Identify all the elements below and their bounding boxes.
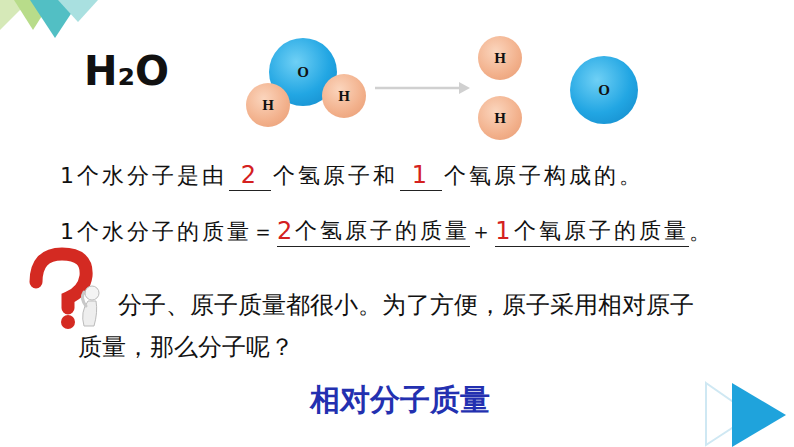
sentence-text: 个氧原子的质量 [514,216,689,246]
split-arrow [375,82,470,94]
underlined-answer: 1个氧原子的质量 [495,216,688,247]
sentence-line: 1个水分子的质量＝2个氢原子的质量＋1个氧原子的质量。 [60,216,714,247]
atom-symbol: H [338,88,350,105]
atom-symbol: H [494,110,506,127]
underlined-answer: 2个氢原子的质量 [277,216,470,247]
play-triangle [732,383,786,447]
atom-symbol: O [598,82,610,99]
sentence-text: 个氢原子的质量 [295,216,470,246]
corner-triangle [58,0,98,22]
sentence-line: 1个水分子是由2个氢原子和1个氧原子构成的。 [60,160,644,191]
sentence-text: ＋ [470,217,495,247]
sentence-text: 个氧原子构成的。 [444,161,644,191]
formula-title: H₂O [84,48,169,94]
atom-symbol: H [262,97,274,114]
hydrogen-atom: H [478,36,522,80]
answer-number: 1 [495,216,513,246]
question-text: 分子、原子质量都很小。为了方便，原子采用相对原子质量，那么分子呢？ [78,284,710,368]
question-figure [36,254,99,329]
answer-number: 1 [400,160,442,191]
sentence-text: 。 [689,217,714,247]
concept-heading: 相对分子质量 [310,380,490,421]
oxygen-atom: O [570,56,638,124]
hydrogen-atom: H [322,74,366,118]
atom-symbol: H [494,50,506,67]
answer-number: 2 [277,216,295,246]
atom-symbol: O [297,64,309,81]
hydrogen-atom: H [478,96,522,140]
sentence-text: 个氢原子和 [273,161,398,191]
answer-number: 2 [229,160,271,191]
hydrogen-atom: H [246,83,290,127]
sentence-text: 1个水分子的质量＝ [60,217,277,247]
sentence-text: 1个水分子是由 [60,161,227,191]
